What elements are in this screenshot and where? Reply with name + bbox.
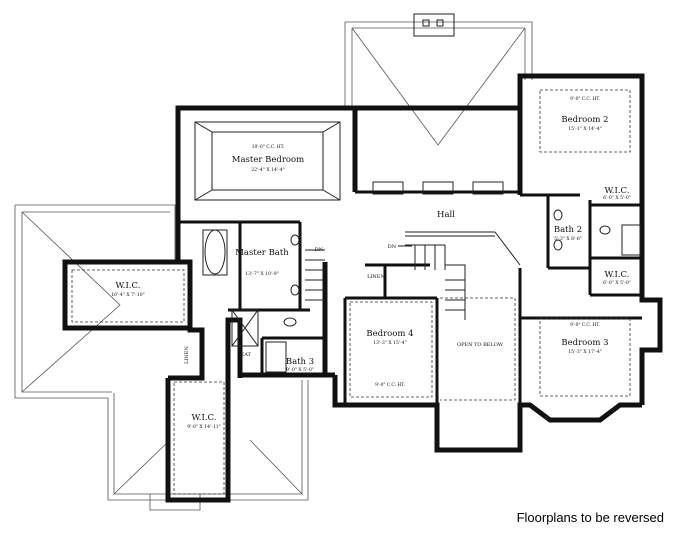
linen-side-label: LINEN — [184, 346, 190, 364]
dn-top-label: DN — [388, 244, 397, 250]
bath3-name: Bath 3 — [286, 357, 314, 367]
tub — [204, 229, 226, 275]
ceiling-outlines — [71, 89, 631, 495]
tray-ceiling — [194, 121, 341, 201]
wic-bottom-name: W.I.C. — [192, 413, 217, 423]
bath3-tub — [265, 341, 287, 373]
bedroom3-size: 15'-3" X 17'-4" — [568, 349, 602, 355]
room-labels: 10'-0" C.C. HT. Master Bedroom 22'-4" X … — [111, 97, 631, 430]
bedroom3-name: Bedroom 3 — [561, 338, 608, 348]
master-bath-size: 13'-7" X 10'-9" — [245, 271, 279, 277]
master-bedroom-name: Master Bedroom — [232, 155, 304, 165]
seat-label: SEAT — [237, 352, 251, 358]
master-bath-name: Master Bath — [235, 248, 289, 258]
dn-left-label: DN — [315, 247, 324, 253]
bedroom4-name: Bedroom 4 — [366, 329, 413, 339]
wic-br3-name: W.I.C. — [605, 270, 630, 280]
bedroom2-ceiling: 9'-0" C.C. HT. — [570, 97, 600, 102]
stairs — [305, 231, 521, 320]
bedroom4-size: 13'-3" X 15'-4" — [373, 340, 407, 346]
wic-bottom-size: 9'-0" X 14'-11" — [187, 424, 221, 430]
chimney — [413, 13, 455, 37]
master-bedroom-size: 22'-4" X 14'-4" — [251, 167, 285, 173]
master-bedroom-ceiling: 10'-0" C.C. HT. — [252, 145, 285, 150]
bedroom3-ceiling: 9'-0" C.C. HT. — [570, 323, 600, 328]
caption: Floorplans to be reversed — [517, 510, 664, 525]
shower — [231, 309, 259, 347]
bedroom2-size: 15'-1" X 14'-4" — [568, 126, 602, 132]
bath2-name: Bath 2 — [554, 225, 582, 235]
bedroom4-ceiling: 9'-0" C.C. HT. — [375, 383, 405, 388]
wic-br3-size: 6'-0" X 5'-0" — [603, 280, 631, 286]
wic-left-name: W.I.C. — [116, 281, 141, 291]
wic-left-size: 16'-4" X 7'-10" — [111, 292, 145, 298]
bedroom2-name: Bedroom 2 — [561, 115, 608, 125]
hall-name: Hall — [437, 210, 455, 220]
bath2-size: 5'-3" X 8'-6" — [554, 236, 582, 242]
hall-bays — [372, 181, 504, 195]
linen-top-label: LINEN — [367, 274, 385, 280]
fixtures — [202, 209, 641, 373]
open-to-below-label: OPEN TO BELOW — [457, 342, 504, 348]
toilet — [283, 317, 297, 327]
bath3-size: 9'-0" X 5'-0" — [286, 367, 314, 373]
wic-br2-name: W.I.C. — [605, 186, 630, 196]
exterior-walls — [62, 73, 663, 503]
wic-br2-size: 6'-0" X 5'-0" — [603, 195, 631, 201]
open-to-below-area — [440, 297, 516, 401]
